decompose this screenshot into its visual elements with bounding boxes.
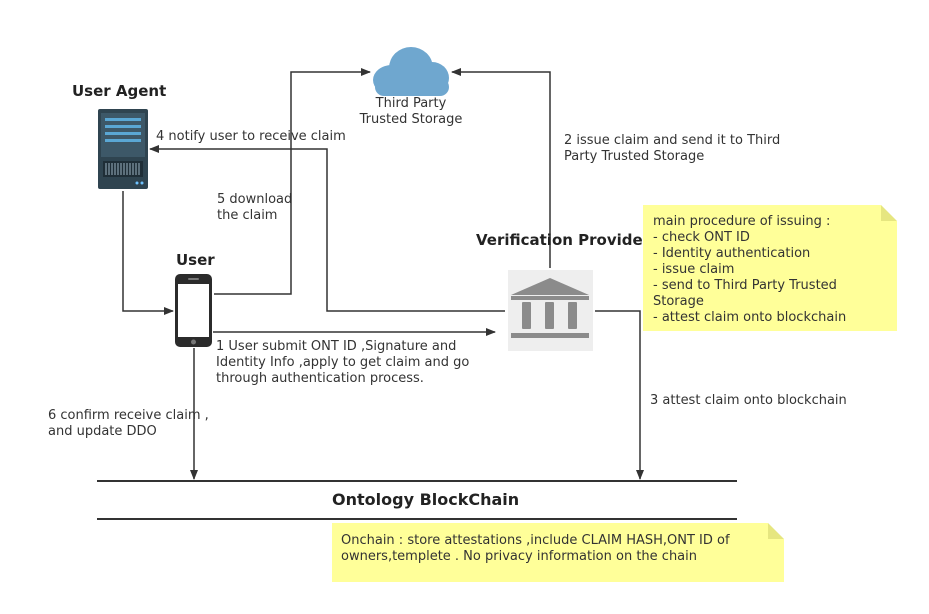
- onchain-note-fold: [768, 523, 784, 539]
- step5-label: 5 download the claim: [217, 192, 293, 223]
- step6-label: 6 confirm receive claim , and update DDO: [48, 408, 209, 439]
- issuing-note-fold: [881, 205, 897, 221]
- storage-label: Third Party Trusted Storage: [359, 96, 463, 127]
- arrow-step3: [595, 310, 644, 480]
- step1-label: 1 User submit ONT ID ,Signature and Iden…: [216, 339, 470, 386]
- smartphone-icon: [175, 274, 212, 347]
- issuing-procedure-note: main procedure of issuing : - check ONT …: [643, 205, 897, 331]
- bank-icon: [508, 270, 593, 351]
- verification-provider-label: Verification Provider: [476, 231, 651, 249]
- blockchain-label: Ontology BlockChain: [332, 490, 520, 509]
- arrow-step5: [214, 68, 371, 295]
- cloud-icon: [373, 47, 449, 96]
- arrow-agent-to-user: [122, 191, 174, 315]
- onchain-note: Onchain : store attestations ,include CL…: [332, 523, 784, 582]
- server-icon: [98, 109, 148, 189]
- user-label: User: [176, 251, 215, 269]
- arrow-step4: [149, 145, 505, 312]
- step3-label: 3 attest claim onto blockchain: [650, 393, 847, 408]
- step4-label: 4 notify user to receive claim: [156, 129, 346, 144]
- user-agent-label: User Agent: [72, 82, 167, 100]
- step2-label: 2 issue claim and send it to Third Party…: [564, 133, 781, 164]
- arrow-step2: [451, 68, 551, 268]
